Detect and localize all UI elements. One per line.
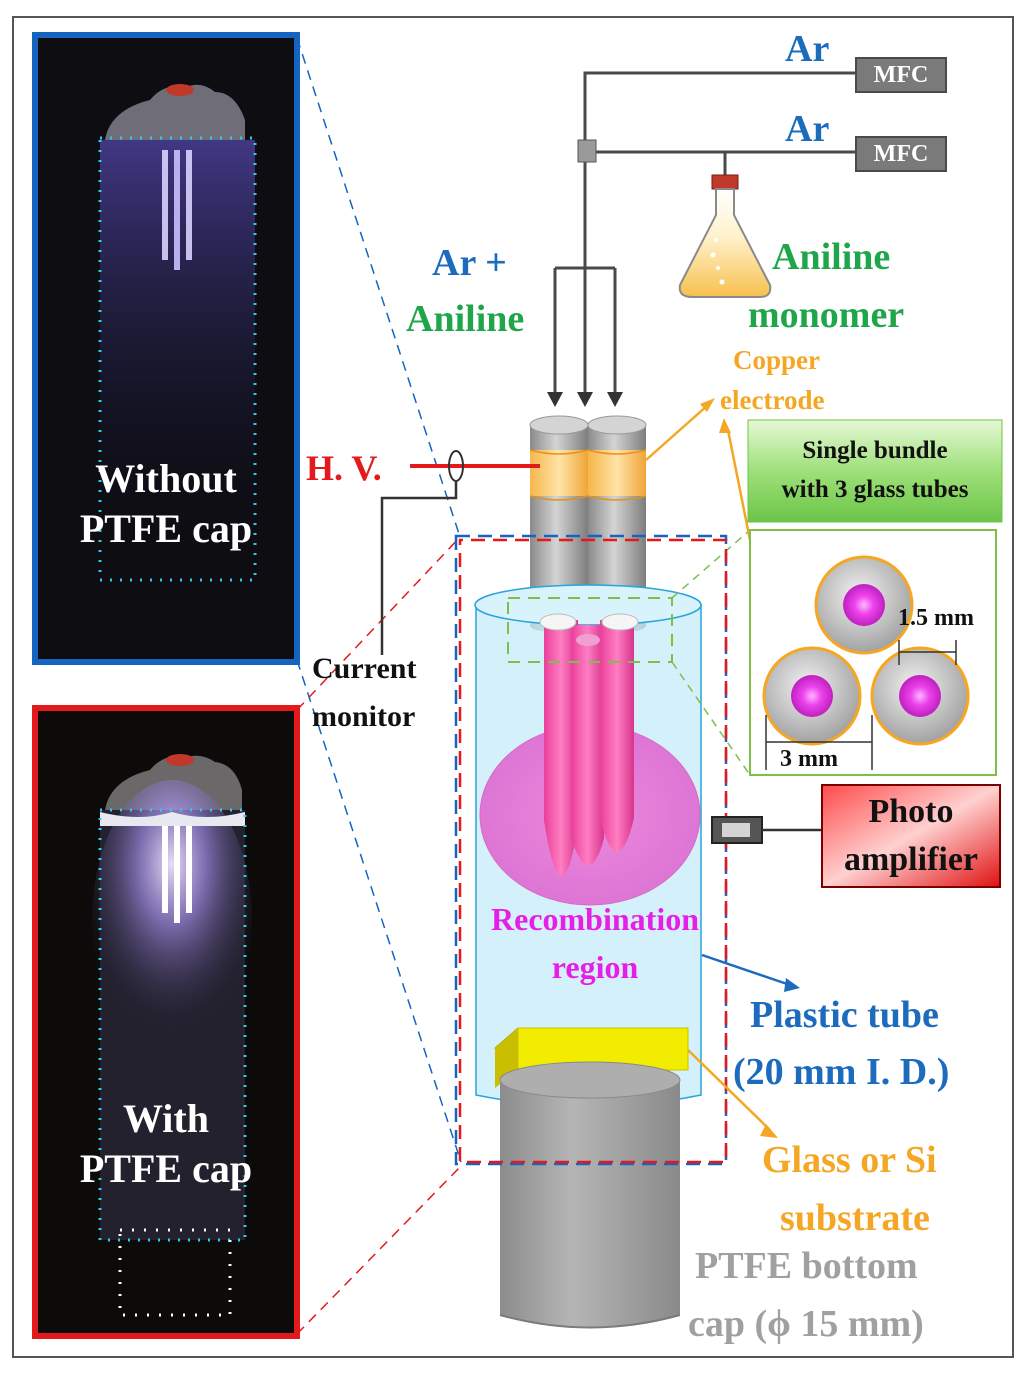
photo-top-caption-1: Without [95,456,237,501]
aniline-monomer-label-1: Aniline [772,236,891,278]
recombination-label-1: Recombination [491,901,699,937]
arrow-head-3 [607,392,623,407]
hv-label: H. V. [306,448,382,488]
tube-bundle-upper [529,415,647,632]
ar-label-2: Ar [785,108,830,150]
ptfe-bottom-cap [499,1061,681,1329]
copper-arrow-1 [700,398,715,412]
blue-dashed-outline [454,534,728,1166]
copper-arrow-2 [719,418,731,433]
aniline-label: Aniline [406,298,525,340]
photo-amplifier [711,784,1001,888]
photo-amp-label-1: Photo [868,793,954,830]
photo-bottom-caption-2: PTFE cap [79,1146,253,1191]
photo-amp-label-2: amplifier [843,841,979,878]
plastic-tube-label-1: Plastic tube [750,994,939,1036]
recombination-label-2: region [551,949,639,985]
ptfe-cap-label-1: PTFE bottom [695,1245,918,1287]
outer-frame [12,16,1014,1358]
tee-junction [577,139,597,163]
bundle-title-2: with 3 glass tubes [781,476,969,503]
aniline-monomer-label-2: monomer [748,294,905,336]
plastic-arrow [784,978,800,992]
red-dashed-outline [458,538,728,1164]
dim-1-5mm: 1.5 mm [898,605,974,631]
substrate-pointer [687,1049,771,1131]
ptfe-cap-label-2: cap (ϕ 15 mm) [688,1303,924,1345]
substrate-label-1: Glass or Si [762,1139,937,1181]
feed-arrows [553,268,617,395]
photo-top-caption-2: PTFE cap [79,506,253,551]
current-monitor-wire [380,481,458,655]
current-monitor-label-2: monitor [312,700,416,733]
ar-plus-label: Ar + [432,242,507,284]
ar-label-1: Ar [785,28,830,70]
zoom-bundle-line-1 [671,529,751,599]
zoom-bundle-line-2 [671,661,751,776]
current-monitor-label-1: Current [312,652,417,685]
zoom-line-blue-top [296,37,462,541]
plastic-pointer [701,953,791,987]
photo-bottom-caption-1: With [123,1096,209,1141]
dim-3mm: 3 mm [780,746,838,772]
mfc-box-2: MFC [855,136,947,172]
photo-with-cap [32,705,300,1339]
zoom-line-red-top [296,535,462,711]
bundle-title-box [747,419,1003,523]
gas-lines [555,71,855,270]
mfc-box-1: MFC [855,57,947,93]
substrate-arrow [760,1124,778,1138]
copper-label-2: electrode [720,385,825,415]
arrow-head-1 [547,392,563,407]
substrate-label-2: substrate [780,1197,930,1239]
photo-without-cap [32,32,300,665]
zoom-bundle-box [507,597,673,663]
copper-label-1: Copper [733,345,820,375]
arrow-head-2 [577,392,593,407]
zoom-line-blue-bottom [296,659,462,1163]
copper-pointer-1 [645,404,709,461]
bundle-cross-section [749,529,997,776]
aniline-flask [678,174,772,298]
plastic-tube-label-2: (20 mm I. D.) [733,1051,950,1093]
bundle-title-1: Single bundle [802,437,948,464]
plasma-tubes [539,613,639,876]
zoom-line-red-bottom [296,1165,462,1335]
